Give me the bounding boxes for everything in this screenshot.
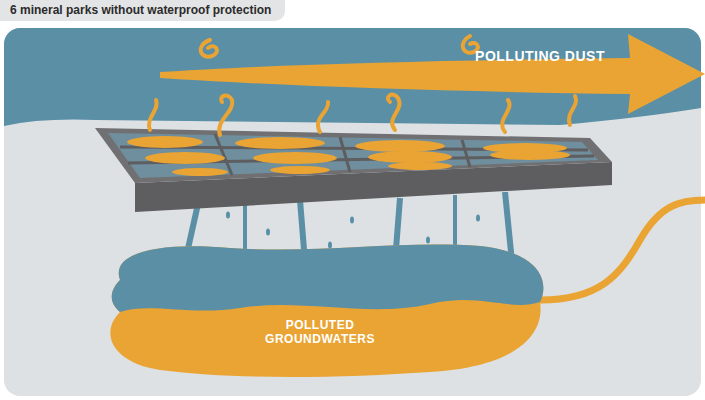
groundwater-body: POLLUTED GROUNDWATERS xyxy=(100,232,550,382)
outflow-pipe xyxy=(540,200,705,300)
dust-arrow: POLLUTING DUST xyxy=(160,34,705,114)
shape-label: POLLUTED GROUNDWATERS xyxy=(230,318,410,347)
mineral-tray xyxy=(95,128,612,212)
dust-arrow-shape xyxy=(160,34,705,114)
heading-label: 6 mineral parks without waterproof prote… xyxy=(0,0,285,21)
drips xyxy=(226,212,480,249)
shape-label: POLLUTING DUST xyxy=(450,48,630,65)
groundwater-body-shape xyxy=(100,232,550,382)
